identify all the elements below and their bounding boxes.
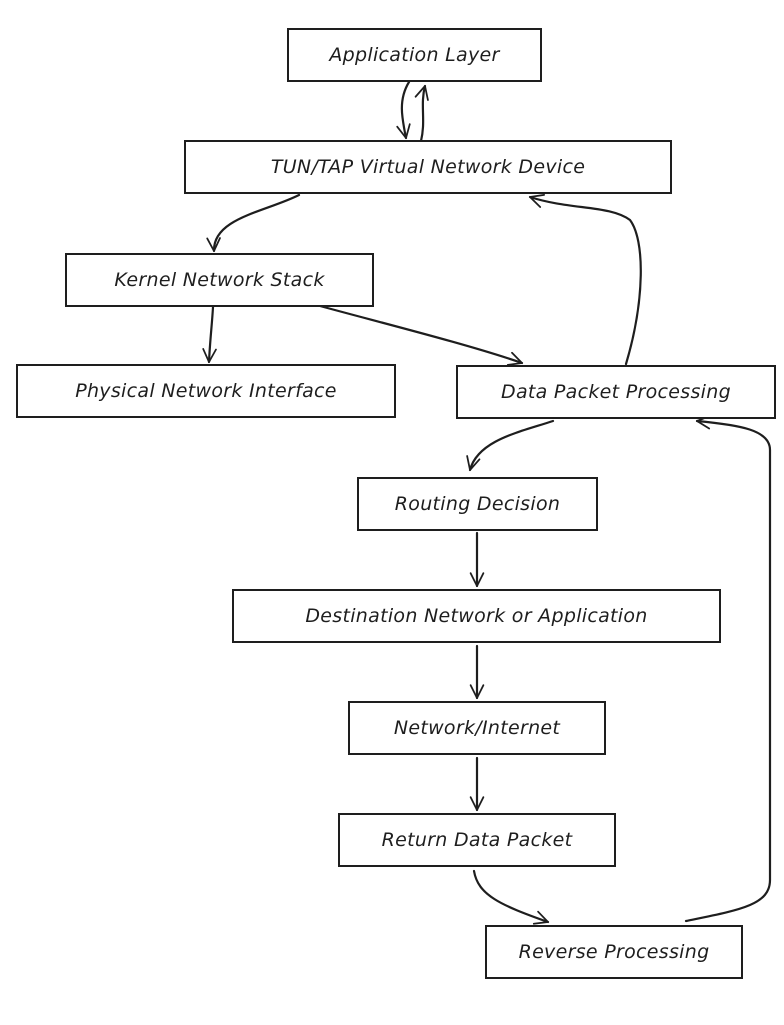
edge-kernel-to-dpp: [318, 304, 524, 366]
node-box: [65, 253, 374, 307]
edges: [202, 80, 772, 925]
node-destination: Destination Network or Application: [232, 589, 721, 643]
node-box: [184, 140, 672, 194]
node-label: Network/Internet: [394, 717, 562, 739]
node-label: Routing Decision: [395, 493, 560, 515]
edge-dpp-to-route: [466, 419, 555, 472]
node-label: Physical Network Interface: [75, 380, 337, 402]
node-kernel-network-stack: Kernel Network Stack: [65, 253, 374, 307]
node-box: [232, 589, 721, 643]
node-reverse-processing: Reverse Processing: [485, 925, 743, 979]
node-label: TUN/TAP Virtual Network Device: [271, 156, 585, 178]
nodes: Application Layer TUN/TAP Virtual Networ…: [16, 28, 776, 979]
node-label: Application Layer: [327, 44, 500, 66]
node-label: Destination Network or Application: [305, 605, 647, 627]
edge-dpp-to-tun: [528, 193, 642, 366]
edge-tun-to-kernel: [206, 193, 301, 253]
node-label: Kernel Network Stack: [114, 269, 325, 291]
edge-rev-to-dpp: [684, 414, 772, 923]
node-application-layer: Application Layer: [287, 28, 542, 82]
node-data-packet-processing: Data Packet Processing: [456, 365, 776, 419]
node-return-data-packet: Return Data Packet: [338, 813, 616, 867]
node-label: Return Data Packet: [382, 829, 574, 851]
node-box: [348, 701, 606, 755]
node-box: [16, 364, 396, 418]
node-label: Data Packet Processing: [501, 381, 731, 403]
node-network-internet: Network/Internet: [348, 701, 606, 755]
node-routing-decision: Routing Decision: [357, 477, 598, 531]
node-physical-network-interface: Physical Network Interface: [16, 364, 396, 418]
edge-kernel-to-phys: [202, 305, 217, 364]
edge-app-to-tun: [396, 80, 411, 140]
node-box: [485, 925, 743, 979]
edge-ret-to-rev: [472, 869, 550, 925]
node-box: [456, 365, 776, 419]
node-box: [287, 28, 542, 82]
edge-tun-to-app: [414, 84, 429, 143]
node-box: [338, 813, 616, 867]
node-label: Reverse Processing: [519, 941, 710, 963]
node-tun-tap-device: TUN/TAP Virtual Network Device: [184, 140, 672, 194]
node-box: [357, 477, 598, 531]
